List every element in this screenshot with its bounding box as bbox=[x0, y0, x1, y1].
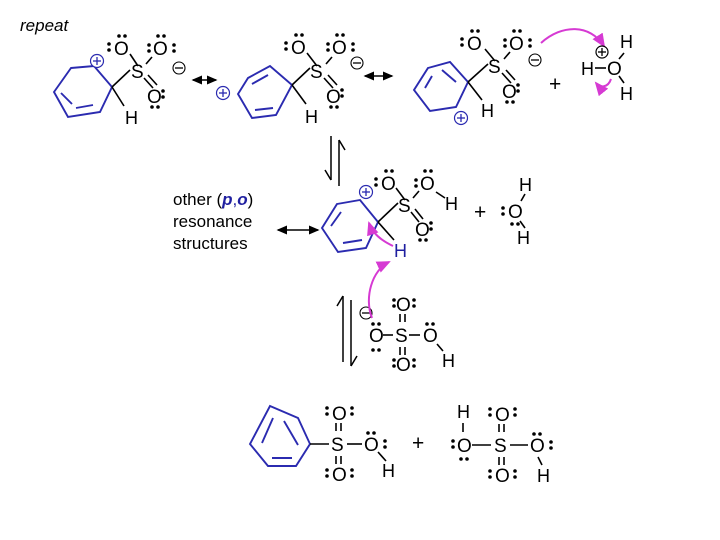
oxygen-atom: O bbox=[153, 39, 168, 60]
benzene-ring bbox=[236, 64, 294, 120]
benzene-ring bbox=[52, 65, 114, 119]
benzene-ring bbox=[248, 404, 312, 467]
hydrogen-atom: H bbox=[125, 108, 138, 128]
oxygen-atom: O bbox=[364, 435, 379, 456]
structures-label: structures bbox=[173, 234, 248, 253]
resonance-note: other (p,o) resonance structures bbox=[173, 190, 253, 253]
sulfur-atom: S bbox=[331, 435, 344, 456]
hydrogen-atom: H bbox=[581, 59, 594, 79]
positive-charge-icon bbox=[215, 85, 231, 101]
hydrogen-atom: H bbox=[445, 194, 458, 214]
sulfur-atom: S bbox=[494, 436, 507, 457]
curved-arrow bbox=[367, 221, 394, 247]
hydrogen-atom: H bbox=[457, 402, 470, 422]
positive-charge-icon bbox=[89, 53, 105, 69]
sigma-complex-3: H S O O O bbox=[412, 28, 606, 126]
positive-charge-icon bbox=[358, 184, 374, 200]
lone-pairs bbox=[451, 407, 553, 479]
curved-arrow bbox=[594, 78, 612, 97]
oxygen-atom: O bbox=[607, 59, 622, 80]
negative-charge-icon bbox=[350, 56, 364, 70]
oxygen-atom: O bbox=[381, 174, 396, 195]
oxygen-atom: O bbox=[495, 405, 510, 426]
sigma-complex-2: H S O O O bbox=[215, 33, 364, 127]
curved-arrow bbox=[540, 28, 606, 48]
plus-sign: + bbox=[412, 432, 424, 455]
curved-arrow bbox=[367, 261, 391, 319]
sulfur-atom: S bbox=[488, 57, 501, 78]
hydronium-ion: H O H H bbox=[581, 32, 633, 104]
oxygen-atom: O bbox=[396, 355, 411, 376]
oxygen-atom: O bbox=[423, 326, 438, 347]
hydrogen-atom: H bbox=[519, 175, 532, 195]
hydrogen-atom: H bbox=[481, 101, 494, 121]
hydrogen-atom: H bbox=[537, 466, 550, 486]
hydrogen-atom: H bbox=[382, 461, 395, 481]
oxygen-atom: O bbox=[495, 466, 510, 487]
other-p-o-label: other (p,o) bbox=[173, 190, 253, 209]
oxygen-atom: O bbox=[509, 34, 524, 55]
lone-pairs bbox=[374, 169, 433, 242]
oxygen-atom: O bbox=[457, 436, 472, 457]
oxygen-atom: O bbox=[467, 34, 482, 55]
oxygen-atom: O bbox=[530, 436, 545, 457]
oxygen-atom: O bbox=[502, 82, 517, 103]
sigma-complex-1: H S O O O bbox=[52, 34, 186, 128]
lone-pairs bbox=[107, 34, 176, 109]
sulfur-atom: S bbox=[131, 62, 144, 83]
oxygen-atom: O bbox=[369, 326, 384, 347]
hydrogen-atom: H bbox=[620, 84, 633, 104]
lone-pairs bbox=[284, 33, 355, 109]
sigma-complex-protonated: H S O O O H bbox=[320, 169, 458, 261]
equilibrium-arrow bbox=[324, 136, 346, 186]
hydrogen-sulfate-anion: O S O O O H bbox=[359, 261, 455, 376]
negative-charge-icon bbox=[528, 53, 542, 67]
oxygen-atom: O bbox=[420, 174, 435, 195]
oxygen-atom: O bbox=[415, 220, 430, 241]
lone-pairs bbox=[460, 29, 532, 104]
hydrogen-atom: H bbox=[620, 32, 633, 52]
repeat-label: repeat bbox=[20, 16, 69, 35]
oxygen-atom: O bbox=[508, 202, 523, 223]
resonance-label: resonance bbox=[173, 212, 252, 231]
oxygen-atom: O bbox=[332, 465, 347, 486]
hydrogen-atom: H bbox=[394, 241, 407, 261]
sulfur-atom: S bbox=[395, 326, 408, 347]
positive-charge-icon bbox=[595, 45, 609, 59]
oxygen-atom: O bbox=[114, 39, 129, 60]
negative-charge-icon bbox=[172, 61, 186, 75]
hydrogen-atom: H bbox=[517, 228, 530, 248]
sulfur-atom: S bbox=[310, 62, 323, 83]
oxygen-atom: O bbox=[332, 38, 347, 59]
benzene-ring bbox=[320, 198, 380, 254]
lone-pairs bbox=[371, 298, 435, 368]
positive-charge-icon bbox=[453, 110, 469, 126]
oxygen-atom: O bbox=[396, 295, 411, 316]
water-molecule: H O H bbox=[501, 175, 532, 248]
plus-sign: + bbox=[474, 201, 486, 224]
oxygen-atom: O bbox=[147, 87, 162, 108]
equilibrium-arrow bbox=[336, 295, 358, 367]
sulfuric-acid: H O S O O O H bbox=[451, 402, 553, 487]
sulfur-atom: S bbox=[398, 196, 411, 217]
lone-pairs bbox=[325, 406, 387, 478]
hydrogen-atom: H bbox=[305, 107, 318, 127]
benzenesulfonic-acid: S O O O H bbox=[248, 404, 395, 486]
plus-sign: + bbox=[549, 73, 561, 96]
oxygen-atom: O bbox=[326, 87, 341, 108]
oxygen-atom: O bbox=[291, 38, 306, 59]
hydrogen-atom: H bbox=[442, 351, 455, 371]
benzene-ring bbox=[412, 60, 470, 113]
lone-pairs bbox=[501, 206, 520, 226]
oxygen-atom: O bbox=[332, 404, 347, 425]
